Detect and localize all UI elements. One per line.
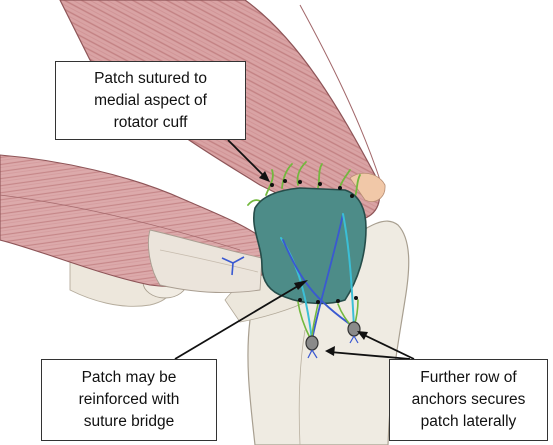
callout-medial-suture: Patch sutured to medial aspect of rotato… bbox=[55, 61, 246, 140]
callout-line: suture bridge bbox=[79, 411, 180, 433]
callout-line: Patch may be bbox=[79, 367, 180, 389]
callout-line: rotator cuff bbox=[94, 112, 207, 134]
anchor-right bbox=[348, 322, 360, 336]
anchor-left bbox=[306, 336, 318, 350]
callout-line: patch laterally bbox=[412, 411, 526, 433]
callout-suture-bridge: Patch may be reinforced with suture brid… bbox=[41, 359, 217, 441]
patch bbox=[254, 188, 366, 303]
callout-line: anchors secures bbox=[412, 389, 526, 411]
callout-line: Further row of bbox=[412, 367, 526, 389]
callout-lateral-anchors: Further row of anchors secures patch lat… bbox=[389, 359, 548, 441]
callout-line: Patch sutured to bbox=[94, 68, 207, 90]
callout-line: reinforced with bbox=[79, 389, 180, 411]
callout-line: medial aspect of bbox=[94, 90, 207, 112]
